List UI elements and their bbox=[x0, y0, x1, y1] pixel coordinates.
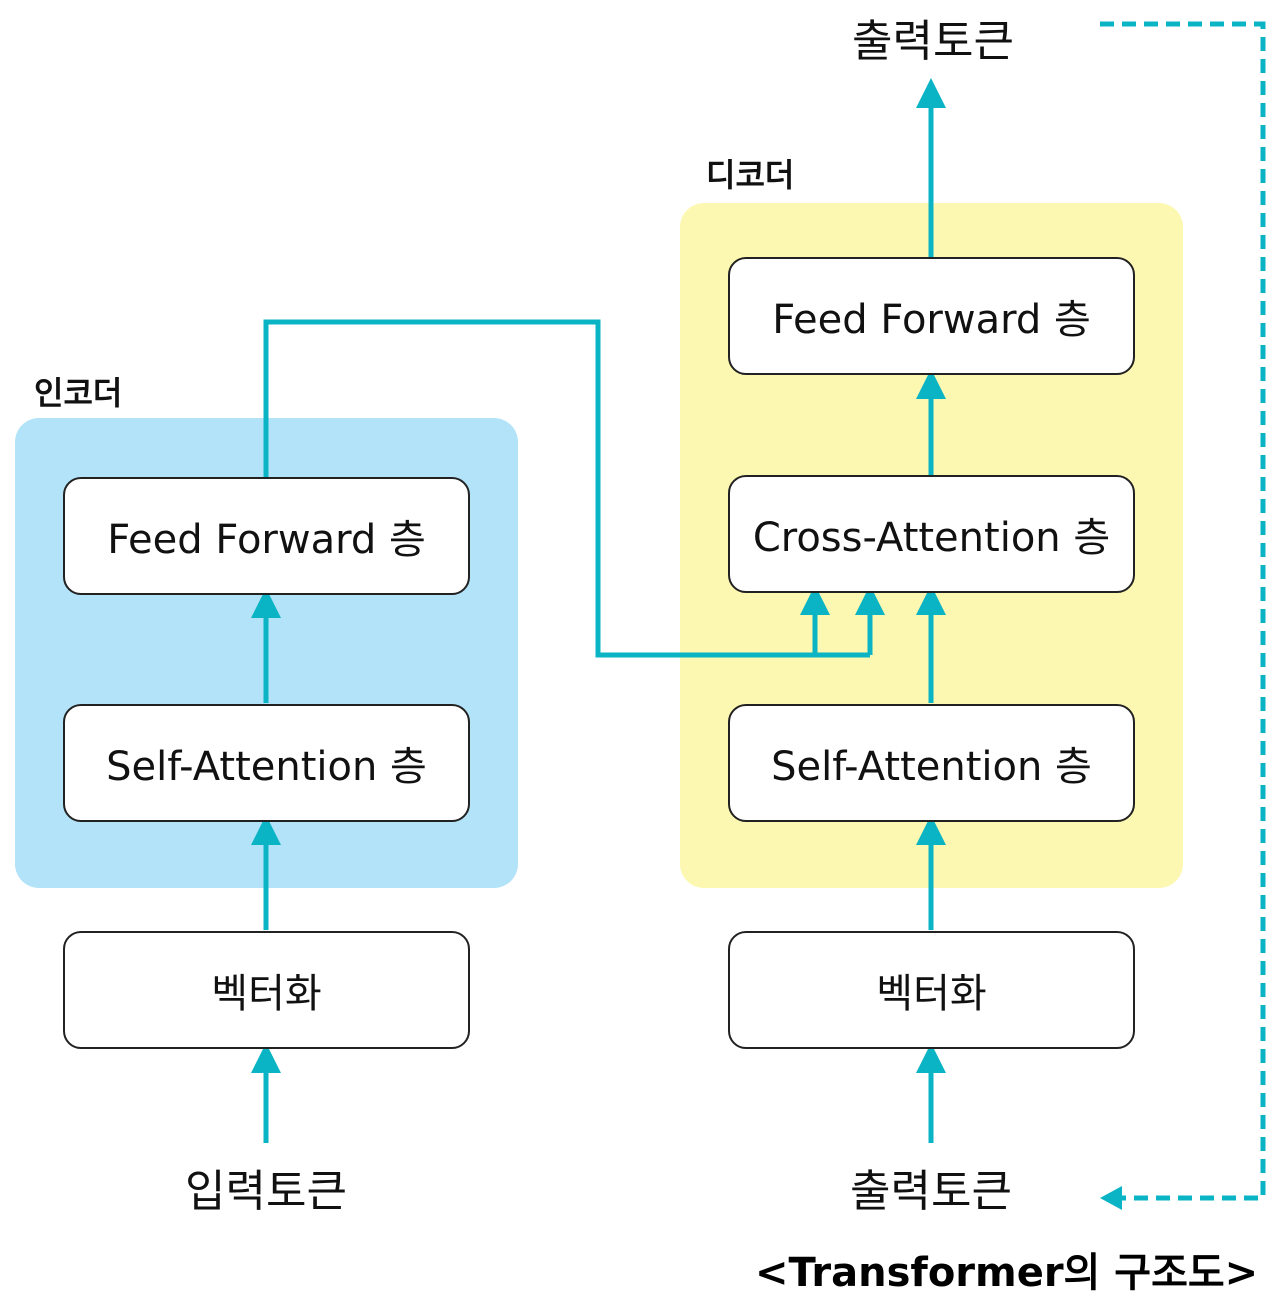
decoder-feed-forward-box: Feed Forward 층 bbox=[728, 257, 1135, 375]
decoder-cross-attention-box: Cross-Attention 층 bbox=[728, 475, 1135, 593]
encoder-output-connector bbox=[263, 319, 870, 658]
encoder-self-attention-box: Self-Attention 층 bbox=[63, 704, 470, 822]
decoder-input-token-label: 출력토큰 bbox=[850, 1166, 1012, 1217]
feedback-loop-arrowhead bbox=[1100, 1186, 1122, 1210]
encoder-feed-forward-box: Feed Forward 층 bbox=[63, 477, 470, 595]
diagram-caption: <Transformer의 구조도> bbox=[755, 1250, 1259, 1296]
decoder-self-attention-box: Self-Attention 층 bbox=[728, 704, 1135, 822]
decoder-output-token-label: 출력토큰 bbox=[852, 16, 1014, 67]
encoder-input-token-label: 입력토큰 bbox=[185, 1166, 347, 1217]
feedback-loop-dashed bbox=[1100, 21, 1266, 1201]
encoder-vectorize-box: 벡터화 bbox=[63, 931, 470, 1049]
decoder-label: 디코더 bbox=[706, 156, 795, 194]
decoder-vectorize-box: 벡터화 bbox=[728, 931, 1135, 1049]
encoder-label: 인코더 bbox=[34, 374, 123, 412]
